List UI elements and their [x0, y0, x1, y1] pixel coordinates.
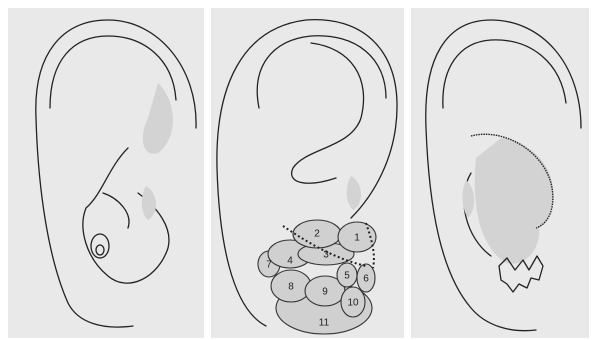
panel-right-ear: [411, 8, 589, 338]
zone-label-11: 11: [319, 318, 330, 329]
zone-label-1: 1: [354, 233, 360, 244]
left-concha-shading: [143, 83, 173, 154]
middle-inner-curve: [292, 43, 364, 183]
zone-label-2: 2: [314, 229, 320, 240]
zone-label-5: 5: [344, 271, 350, 282]
middle-ear-zone-map: 1 2 3 4 5 6 7 8 9 10 11: [211, 8, 404, 338]
middle-concha-shading: [347, 176, 361, 210]
zone-label-6: 6: [363, 274, 369, 285]
middle-antihelix-fold: [257, 36, 386, 108]
zone-label-4: 4: [287, 256, 293, 267]
left-notch-shading: [142, 186, 156, 220]
panel-left-ear: [8, 8, 204, 338]
zone-label-3: 3: [323, 250, 329, 261]
right-notch-shading: [462, 180, 474, 218]
left-earring-stud: [96, 245, 104, 255]
zone-label-9: 9: [322, 287, 328, 298]
left-inner-fold: [103, 193, 129, 228]
zone-label-8: 8: [288, 282, 294, 293]
right-ear-drawing: [411, 8, 589, 338]
left-tragus-outline: [83, 148, 169, 283]
zone-label-10: 10: [347, 298, 359, 309]
left-ear-drawing: [8, 8, 204, 338]
panel-middle-ear-zones: 1 2 3 4 5 6 7 8 9 10 11: [211, 8, 404, 338]
right-ear-shaded-area: [475, 138, 553, 264]
zone-label-7: 7: [266, 260, 272, 271]
right-antihelix-fold: [443, 40, 566, 108]
